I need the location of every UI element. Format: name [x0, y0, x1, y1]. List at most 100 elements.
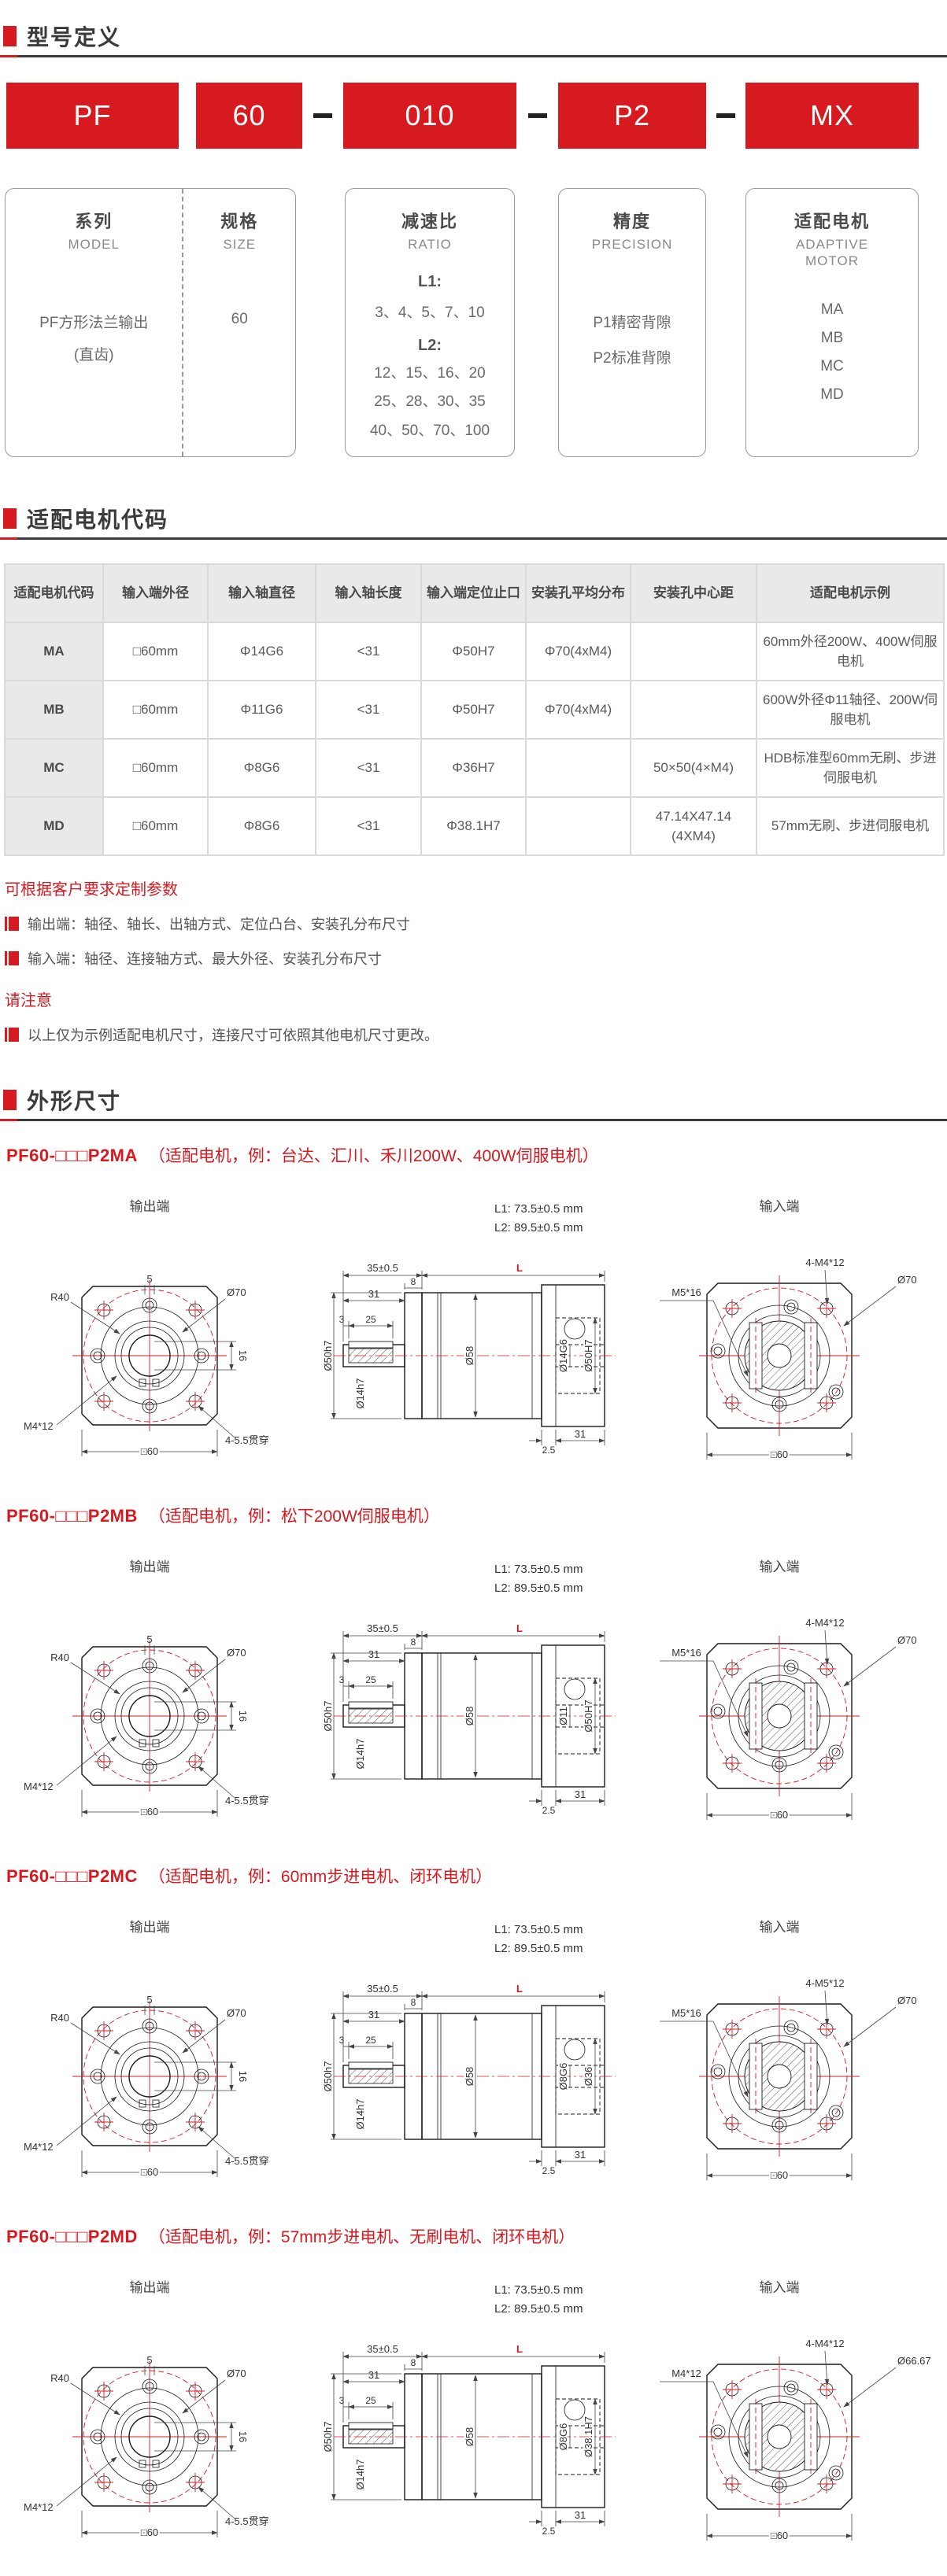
cell-center: 47.14X47.14 (4XM4) [630, 796, 757, 856]
cell-len: <31 [315, 680, 422, 740]
input-end-label: 输入端 [760, 1559, 800, 1574]
heading-rule [0, 55, 947, 57]
side-section-view: L1: 73.5±0.5 mm L2: 89.5±0.5 mm [320, 1923, 616, 2176]
dim-50h7: Ø50h7 [322, 1340, 334, 1371]
dash-connector [527, 113, 547, 118]
dim-31a: 31 [368, 2009, 379, 2021]
cell-code: MD [4, 796, 104, 856]
section-motor-codes: 适配电机代码 适配电机代码 输入端外径 输入轴直径 输入轴长度 输入端定位止口 … [0, 503, 947, 1045]
output-end-view: 输出端 [24, 1920, 269, 2179]
code-gap [516, 113, 558, 118]
cell-outer: □60mm [102, 738, 209, 798]
cell-code: MC [4, 738, 104, 798]
output-end-view: 输出端 [24, 2280, 269, 2540]
technical-drawing: 输出端 [24, 1199, 917, 1462]
motor-ma: MA [820, 301, 844, 318]
motor-mb: MB [820, 329, 844, 346]
dim-16: 16 [237, 1350, 249, 1361]
dim-bore: Ø8G6 [557, 2063, 569, 2091]
note-item-input: 输入端：轴径、连接轴方式、最大外径、安装孔分布尺寸 [5, 948, 947, 969]
red-bullet-icon [7, 917, 19, 931]
drawing-model-code: PF60-□□□P2MD [6, 2227, 138, 2246]
dim-screw: M4*12 [24, 1781, 54, 1792]
dim-31a: 31 [368, 2369, 379, 2381]
dim-14h7: Ø14h7 [354, 2459, 366, 2489]
cell-example: HDB标准型60mm无刷、步进伺服电机 [756, 738, 945, 798]
notice-title: 请注意 [5, 992, 52, 1009]
dim-r40: R40 [50, 1291, 69, 1303]
l1-note: L1: 73.5±0.5 mm [494, 1923, 583, 1936]
custom-params-title: 可根据客户要求定制参数 [5, 881, 178, 899]
section-title: 外形尺寸 [27, 1089, 122, 1113]
table-header-row: 适配电机代码 输入端外径 输入轴直径 输入轴长度 输入端定位止口 安装孔平均分布… [4, 563, 945, 623]
dim-25: 25 [365, 2395, 376, 2406]
dim-31a: 31 [368, 1288, 379, 1300]
dim-31b: 31 [575, 1428, 586, 1440]
drawing-row-1: PF60-□□□P2MB（适配电机，例：松下200W伺服电机） 输出端 [0, 1504, 947, 1842]
precision-p1: P1精密背隙 [593, 315, 671, 332]
dim-square60-in: □60 [771, 1449, 788, 1460]
input-end-view: 输入端 [660, 1199, 917, 1462]
label-precision-en: PRECISION [591, 237, 673, 252]
input-end-label: 输入端 [760, 1920, 800, 1935]
dim-bolt-circle: Ø70 [227, 1647, 246, 1659]
dim-35: 35±0.5 [367, 2343, 398, 2355]
dim-16: 16 [237, 2431, 249, 2442]
cell-outer: □60mm [102, 796, 209, 856]
dim-25: 25 [365, 2035, 376, 2046]
note-item-output: 输出端：轴径、轴长、出轴方式、定位凸台、安装孔分布尺寸 [5, 913, 947, 934]
dim-35: 35±0.5 [367, 1983, 398, 1995]
heading-rule [0, 1119, 947, 1121]
red-square-bullet [3, 508, 17, 529]
dim-35: 35±0.5 [367, 1622, 398, 1634]
dim-14h7: Ø14h7 [354, 2098, 366, 2129]
dim-square60-in: □60 [771, 1809, 788, 1821]
info-col-model: 系列 MODEL PF方形法兰输出 (直齿) [6, 189, 184, 456]
dim-2-5: 2.5 [542, 2526, 556, 2537]
drawing-title: PF60-□□□P2MB（适配电机，例：松下200W伺服电机） [6, 1504, 947, 1527]
dim-through: 4-5.5贯穿 [225, 1434, 269, 1446]
label-series-zh: 系列 [75, 212, 113, 231]
cell-len: <31 [315, 738, 422, 798]
dim-50h7: Ø50h7 [322, 2061, 334, 2091]
ratio-l1-values: 3、4、5、7、10 [375, 304, 485, 322]
dim-corner-screws: 4-M4*12 [805, 1257, 844, 1268]
cell-pilot: Φ36H7 [420, 738, 527, 798]
motor-mc: MC [820, 357, 844, 375]
dim-58: Ø58 [464, 2427, 475, 2447]
table-row-mc: MC □60mm Φ8G6 <31 Φ36H7 50×50(4×M4) HDB标… [4, 738, 945, 798]
ratio-l2-line3: 40、50、70、100 [369, 422, 490, 439]
dim-58: Ø58 [464, 2067, 475, 2087]
section-title: 型号定义 [27, 25, 122, 50]
dim-16: 16 [237, 1711, 249, 1722]
dim-14h7: Ø14h7 [354, 1378, 366, 1408]
dim-L: L [516, 1983, 523, 1995]
dim-2-5: 2.5 [542, 2165, 556, 2176]
dim-3: 3 [339, 2035, 345, 2046]
drawing-row-3: PF60-□□□P2MD（适配电机，例：57mm步进电机、无刷电机、闭环电机） … [0, 2224, 947, 2563]
dim-bore: Ø8G6 [557, 2423, 569, 2451]
precision-p2: P2标准背隙 [593, 350, 671, 367]
section-heading-model: 型号定义 [3, 20, 947, 52]
dim-corner-screws: 4-M4*12 [805, 1617, 844, 1629]
col-header-example: 适配电机示例 [756, 563, 945, 623]
dim-8: 8 [411, 1997, 416, 2008]
drawing-model-code: PF60-□□□P2MB [6, 1506, 138, 1526]
cell-center [630, 680, 757, 740]
cell-example: 600W外径Φ11轴径、200W伺服电机 [756, 680, 945, 740]
side-section-view: L1: 73.5±0.5 mm L2: 89.5±0.5 mm [320, 2283, 616, 2537]
label-ratio-en: RATIO [408, 237, 452, 252]
cell-code: MA [4, 622, 104, 681]
red-square-bullet [3, 26, 17, 46]
dim-pilot: Ø50H7 [583, 1339, 594, 1371]
cell-example: 60mm外径200W、400W伺服电机 [756, 622, 945, 681]
drawing-title: PF60-□□□P2MA（适配电机，例：台达、汇川、禾川200W、400W伺服电… [6, 1143, 947, 1167]
dim-14h7: Ø14h7 [354, 1738, 366, 1769]
col-header-shaft-len: 输入轴长度 [315, 563, 422, 623]
cell-len: <31 [315, 796, 422, 856]
output-end-label: 输出端 [130, 2280, 170, 2295]
cell-shaft: Φ8G6 [207, 796, 316, 856]
info-box-precision: 精度 PRECISION P1精密背隙 P2标准背隙 [558, 188, 706, 457]
cell-example: 57mm无刷、步进伺服电机 [756, 796, 945, 856]
dim-bolt-circle: Ø70 [227, 2367, 246, 2379]
